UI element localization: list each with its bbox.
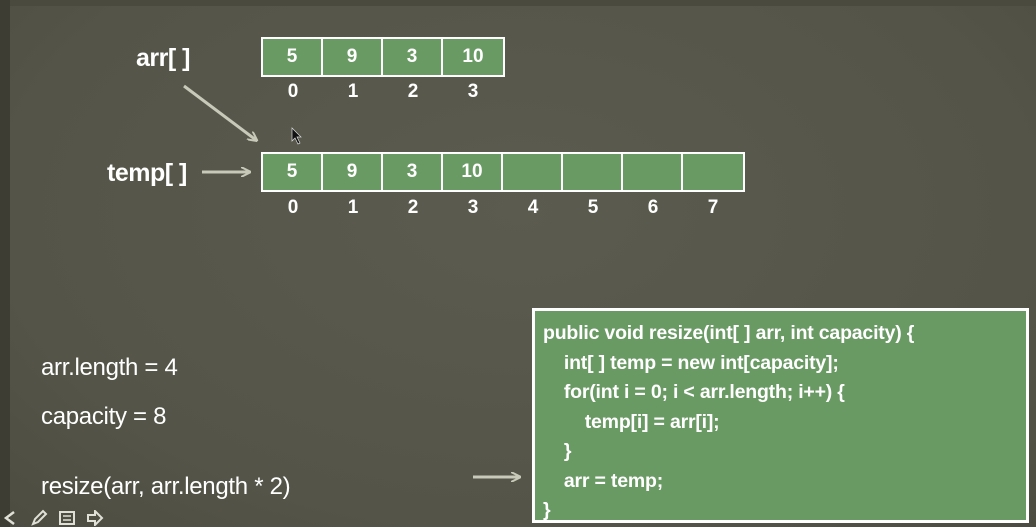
mouse-cursor-icon [291, 127, 302, 145]
temp-index: 4 [527, 197, 539, 218]
temp-cell: 9 [323, 154, 383, 190]
code-line: for(int i = 0; i < arr.length; i++) { [543, 381, 845, 403]
resize-call-text: resize(arr, arr.length * 2) [41, 473, 291, 500]
code-line: arr = temp; [543, 469, 663, 492]
resize-code-block: public void resize(int[ ] arr, int capac… [532, 308, 1029, 523]
capacity-text: capacity = 8 [41, 403, 167, 430]
temp-cell: 3 [383, 154, 443, 190]
arrow-left-icon[interactable] [0, 508, 22, 527]
temp-cell [563, 154, 623, 190]
code-line: } [543, 499, 551, 521]
arr-index: 0 [287, 81, 299, 102]
temp-index: 0 [287, 197, 299, 218]
code-line: } [543, 440, 572, 462]
arr-cell: 10 [443, 39, 503, 75]
temp-cell [683, 154, 743, 190]
code-line: public void resize(int[ ] arr, int capac… [543, 322, 915, 344]
arr-index: 3 [467, 81, 479, 102]
arr-indices: 0 1 2 3 [263, 81, 503, 103]
temp-cell [623, 154, 683, 190]
temp-indices: 0 1 2 3 4 5 6 7 [263, 197, 743, 219]
arr-index: 1 [347, 81, 359, 102]
temp-cell: 5 [263, 154, 323, 190]
temp-index: 3 [467, 197, 479, 218]
arr-to-temp-arrow [183, 84, 256, 140]
slideshow-toolbar [0, 508, 106, 527]
arr-label: arr[ ] [136, 44, 190, 72]
temp-index: 7 [707, 197, 719, 218]
code-line: int[ ] temp = new int[capacity]; [543, 351, 839, 374]
arrow-right-icon[interactable] [84, 508, 106, 527]
top-edge [0, 0, 1036, 6]
arr-array: 5 9 3 10 [261, 37, 505, 77]
temp-index: 5 [587, 197, 599, 218]
code-line: temp[i] = arr[i]; [543, 410, 720, 433]
arr-cell: 9 [323, 39, 383, 75]
temp-index: 6 [647, 197, 659, 218]
arr-index: 2 [407, 81, 419, 102]
menu-icon[interactable] [56, 508, 78, 527]
temp-cell [503, 154, 563, 190]
left-edge [0, 0, 10, 527]
temp-label: temp[ ] [107, 159, 187, 187]
temp-index: 2 [407, 197, 419, 218]
arr-cell: 3 [383, 39, 443, 75]
temp-cell: 10 [443, 154, 503, 190]
pen-icon[interactable] [28, 508, 50, 527]
temp-index: 1 [347, 197, 359, 218]
arr-length-text: arr.length = 4 [41, 354, 178, 381]
arr-cell: 5 [263, 39, 323, 75]
temp-array: 5 9 3 10 [261, 152, 745, 192]
